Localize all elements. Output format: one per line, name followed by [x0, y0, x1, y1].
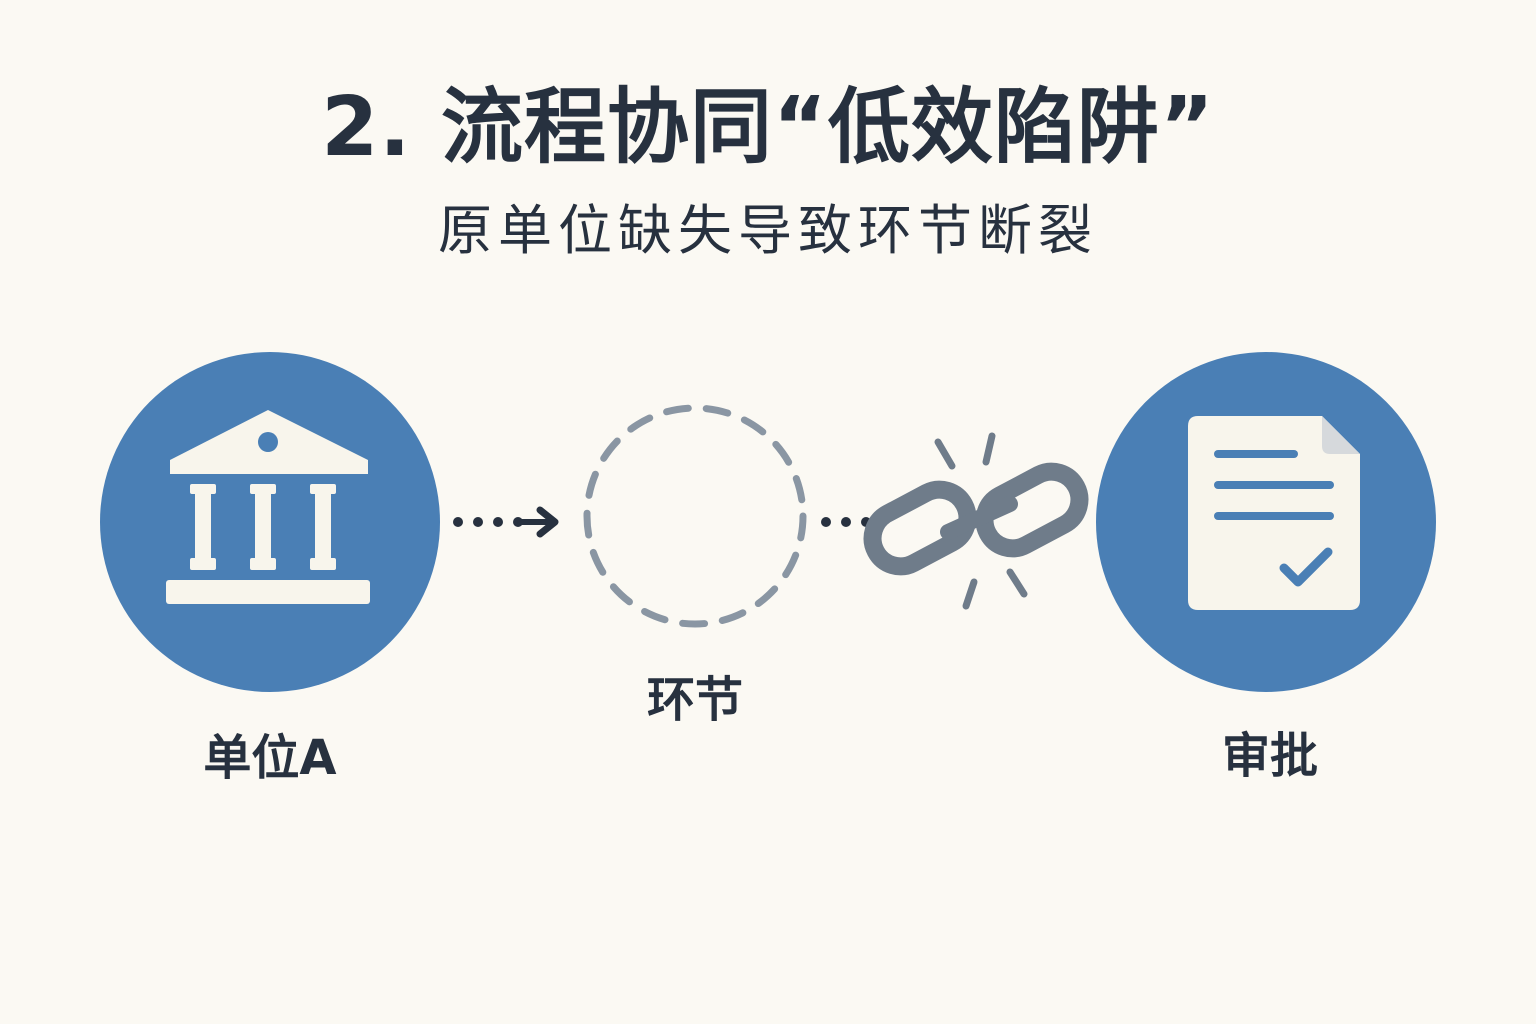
bank-building-icon: [166, 410, 370, 604]
unit-a-label: 单位A: [203, 730, 337, 786]
dotted-connector: [821, 517, 871, 527]
page-title: 2. 流程协同“低效陷阱”: [321, 80, 1215, 175]
approval-node: [1096, 352, 1436, 692]
dashed-empty-circle: [583, 404, 807, 628]
page-subtitle: 原单位缺失导致环节断裂: [438, 199, 1098, 262]
dotted-arrow: [453, 506, 559, 538]
approval-label: 审批: [1221, 728, 1318, 784]
missing-step-label: 环节: [646, 672, 743, 728]
unit-a-node: [100, 352, 440, 692]
document-check-icon: [1188, 416, 1360, 610]
broken-chain-icon: [863, 432, 1089, 610]
